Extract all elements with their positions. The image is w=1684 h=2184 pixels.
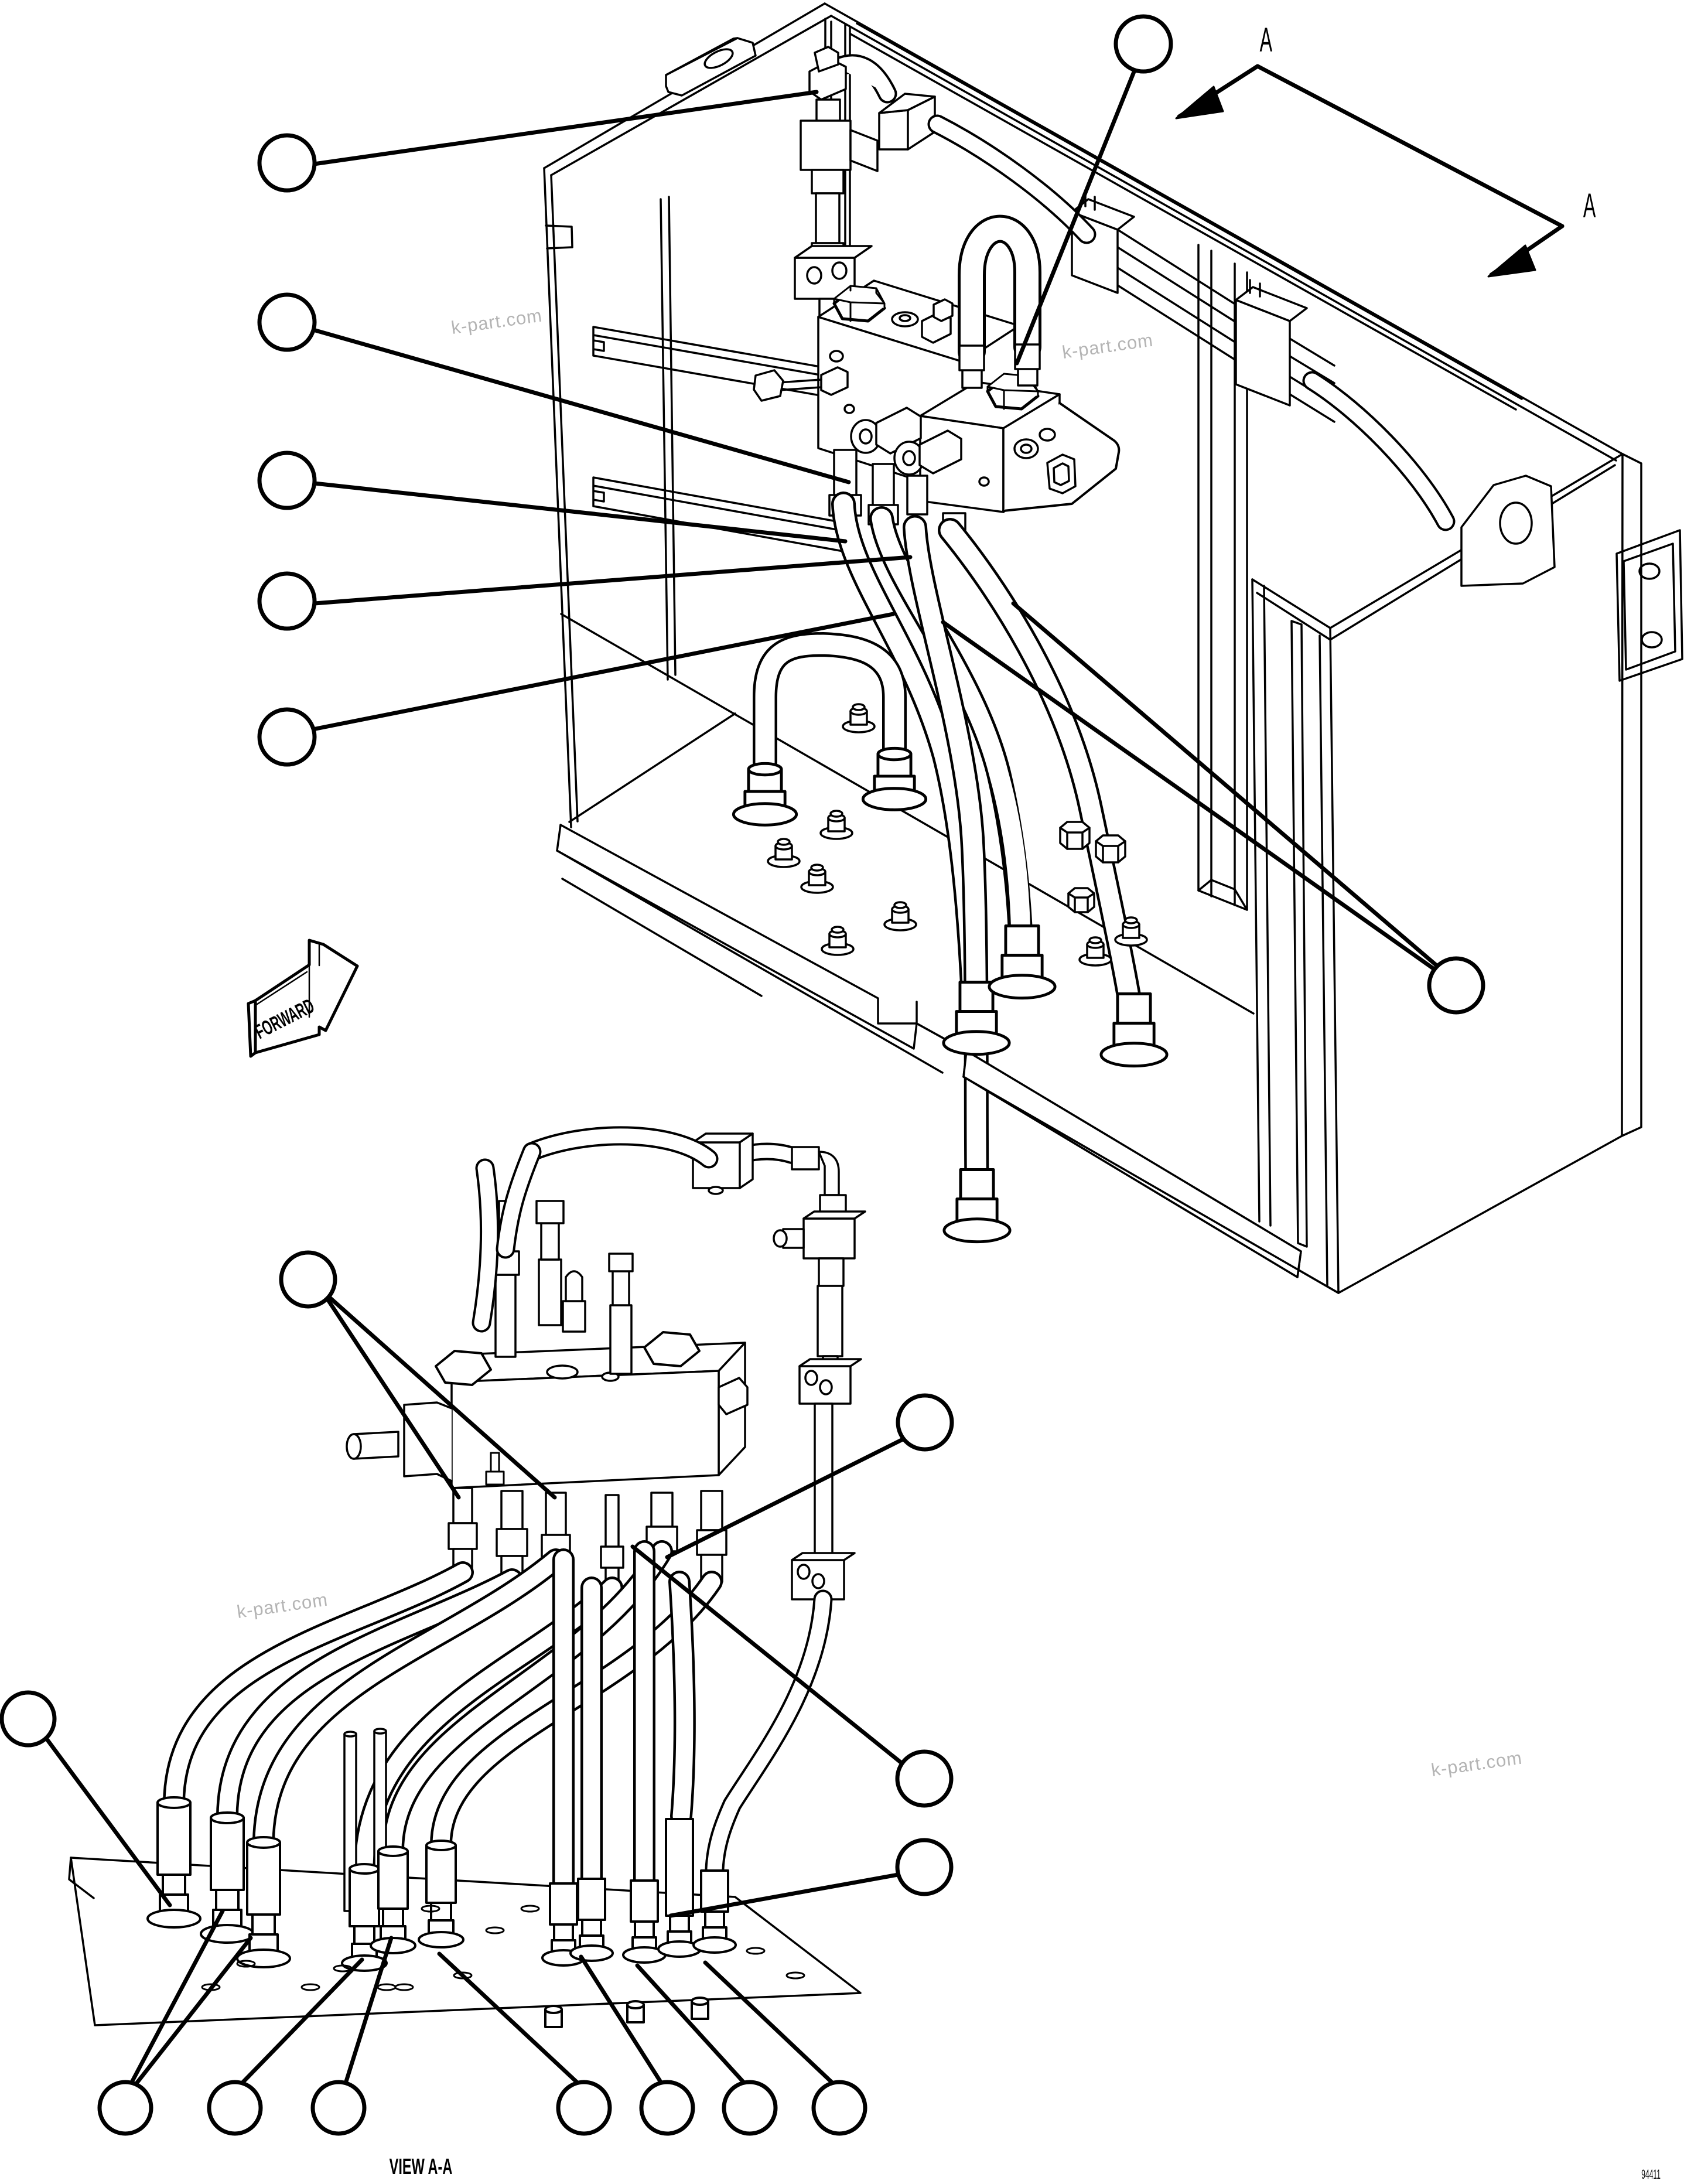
svg-text:VIEW A-A: VIEW A-A — [390, 2154, 453, 2179]
svg-text:A: A — [1260, 21, 1273, 59]
svg-text:94411: 94411 — [1641, 2167, 1661, 2182]
svg-text:A: A — [1583, 187, 1596, 224]
